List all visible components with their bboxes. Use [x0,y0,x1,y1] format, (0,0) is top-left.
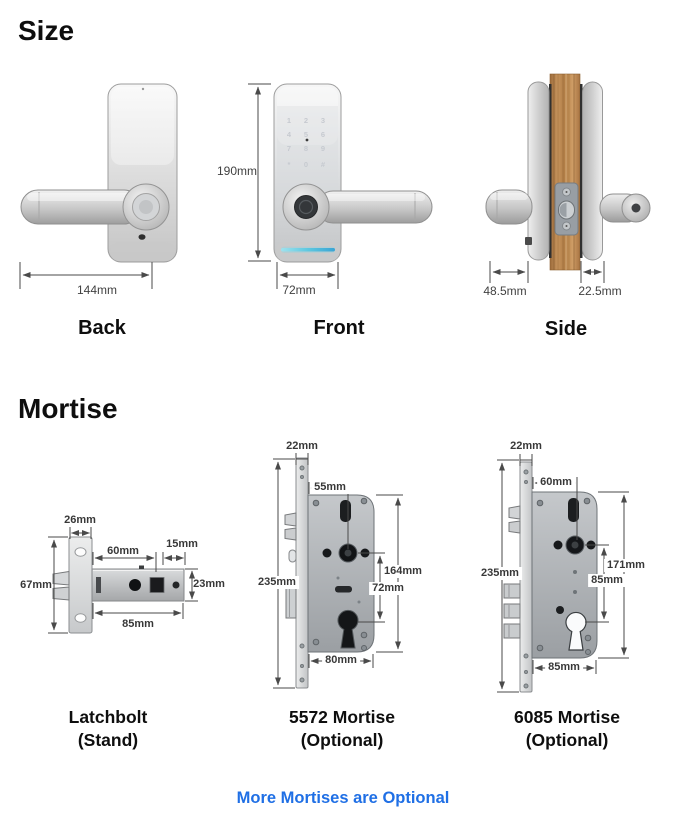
more-mortises-note[interactable]: More Mortises are Optional [236,789,450,807]
latchbolt-backset-label: 60mm [107,545,139,557]
back-view-label: Back [78,317,126,339]
front-handle [316,190,433,224]
keypad-key-1[interactable]: 1 [287,116,291,125]
keypad-key-0[interactable]: 0 [304,160,308,169]
mortise-5572-title-line2: (Optional) [300,730,384,750]
size-heading: Size [18,15,75,46]
spindle-hole [149,577,165,593]
side-back-thickness-dim-label: 22.5mm [578,284,622,298]
euro-cylinder-hole [337,610,359,649]
mortise-5572-deadbolt [285,587,297,619]
mortise-5572-illustration [284,457,375,689]
mortise-5572-backset-label: 55mm [311,481,349,494]
door-gap-left [549,84,552,258]
mortise-5572-title: 5572 Mortise (Optional) [289,706,395,752]
mortise-6085-backset-label: 60mm [537,476,575,489]
side-front-thickness-dim-label: 48.5mm [483,284,527,298]
mortise-6085-body-depth-label: 85mm [545,661,583,674]
keypad-key-star[interactable]: * [288,160,291,169]
back-view-illustration [20,83,178,263]
latchbolt-faceplate-height-label: 67mm [20,579,52,591]
latchbolt-illustration [52,536,185,634]
latchbolt-title-line1: Latchbolt [68,707,148,727]
latchbolt-title: Latchbolt (Stand) [69,706,148,752]
keypad-key-8[interactable]: 8 [304,144,308,153]
keypad-indicator-dot [305,138,309,142]
mortise-5572-body-depth-label: 80mm [322,654,360,667]
latchbolt-title-line2: (Stand) [77,730,139,750]
latchbolt-bolt [52,570,70,601]
mortise-5572-latch [284,512,297,541]
latchbolt-faceplate-width-label: 26mm [64,514,96,526]
side-back-handle [485,189,533,225]
keypad-key-3[interactable]: 3 [321,116,325,125]
side-back-body [527,81,550,261]
mortise-6085-illustration [503,461,598,693]
latchbolt-body [91,565,185,602]
front-view-illustration: 1 2 3 4 5 6 7 8 9 * 0 # [273,83,433,263]
mortise-6085-body-details [536,497,596,655]
front-handle-hub [282,183,330,231]
mortise-6085-deadbolts [503,583,521,639]
mortise-5572-centers-label: 72mm [369,582,407,595]
mortise-6085-latch [508,505,521,534]
mortise-6085-faceplate-height-label: 235mm [478,567,522,580]
front-keypad[interactable]: 1 2 3 4 5 6 7 8 9 * 0 # [287,116,326,169]
mortise-6085-title-line1: 6085 Mortise [513,707,621,727]
euro-cylinder-hole [565,611,587,651]
cylinder-escutcheon [554,182,579,236]
keypad-key-9[interactable]: 9 [321,144,325,153]
door-panel [549,73,581,271]
back-width-dim-label: 144mm [76,283,118,297]
keypad-key-5[interactable]: 5 [304,130,308,139]
mortise-6085-centers-label: 85mm [588,574,626,587]
side-view-label: Side [544,318,588,340]
led-strip [281,246,335,253]
side-latch-nub [525,237,532,245]
side-front-body [582,81,603,261]
keypad-key-6[interactable]: 6 [321,130,325,139]
fingerprint-sensor[interactable] [294,195,318,219]
mortise-6085-title-line2: (Optional) [525,730,609,750]
emergency-keyhole [631,203,641,213]
mortise-5572-faceplate-height-label: 235mm [255,576,299,589]
latchbolt-faceplate [68,536,93,634]
back-handle-hub [122,183,170,231]
mortise-6085-faceplate-width-label: 22mm [510,440,542,452]
mortise-heading: Mortise [18,393,118,424]
mortise-5572-body [307,494,375,653]
front-lock-plate [273,83,342,263]
latchbolt-body-length-label: 85mm [122,618,154,630]
latchbolt-body-height-label: 23mm [193,578,225,590]
latchbolt-tail-label: 15mm [166,538,198,550]
keypad-key-2[interactable]: 2 [304,116,308,125]
keypad-key-7[interactable]: 7 [287,144,291,153]
keypad-key-hash[interactable]: # [321,160,326,169]
mortise-5572-faceplate [295,457,309,689]
keypad-key-4[interactable]: 4 [287,130,292,139]
front-view-label: Front [313,317,365,339]
mortise-5572-body-height-label: 164mm [381,565,425,578]
mortise-6085-title: 6085 Mortise (Optional) [514,706,620,752]
mortise-6085-body-height-label: 171mm [604,559,648,572]
front-height-dim-label: 190mm [216,164,258,178]
front-width-dim-label: 72mm [282,283,316,297]
mortise-5572-title-line1: 5572 Mortise [288,707,396,727]
side-front-handle [599,193,651,223]
mortise-5572-roller [288,549,297,563]
side-view-illustration [485,73,651,271]
door-gap-right [580,84,583,258]
mortise-5572-faceplate-width-label: 22mm [286,440,318,452]
back-sensor-dot [138,234,146,240]
